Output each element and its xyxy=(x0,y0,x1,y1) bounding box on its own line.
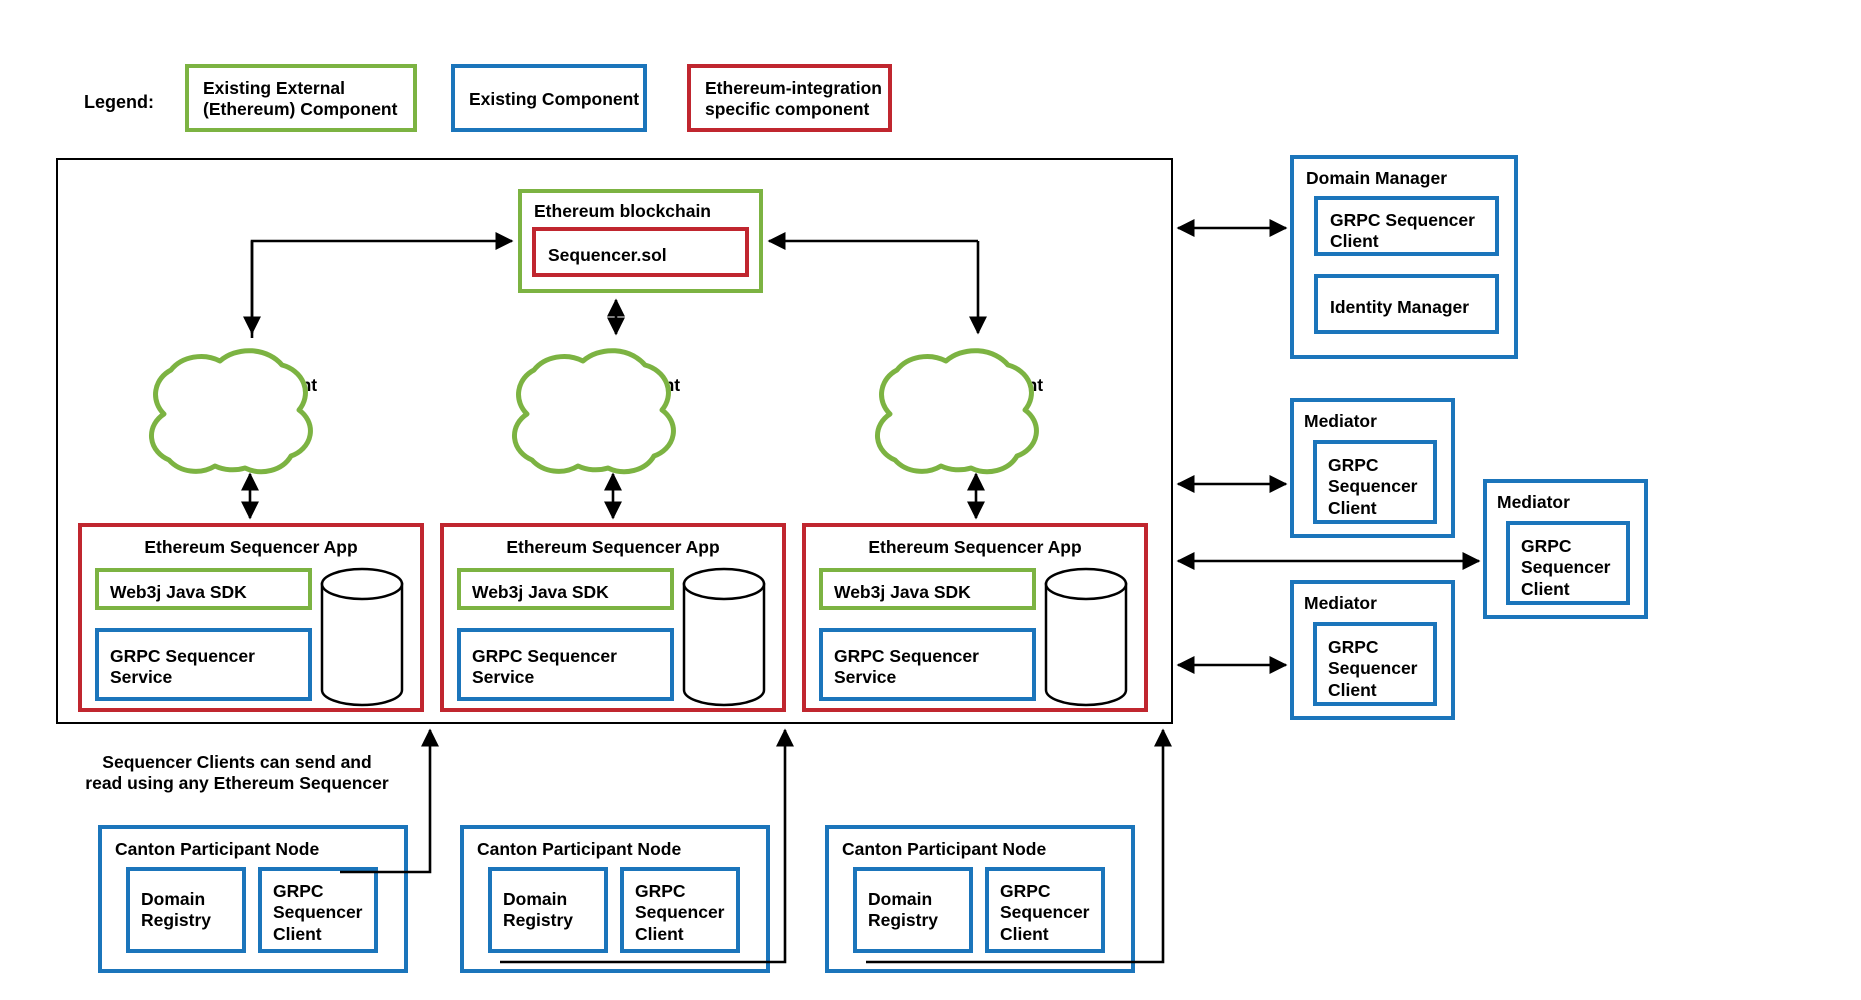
client-node-label-2: Ethereum Client Node xyxy=(545,375,681,417)
legend-swatch-external: Existing External (Ethereum) Component xyxy=(185,64,417,132)
canton-participant-node-2: Canton Participant Node Domain Registry … xyxy=(460,825,770,973)
domain-registry-box-2: Domain Registry xyxy=(488,867,608,953)
sequencer-sol-box: Sequencer.sol xyxy=(532,227,749,277)
grpc-sequencer-service-label-2: GRPC Sequencer Service xyxy=(472,646,617,688)
canton-grpc-client-box-3: GRPC Sequencer Client xyxy=(985,867,1105,953)
sequencer-app-title-3: Ethereum Sequencer App xyxy=(868,537,1082,557)
domain-registry-box-3: Domain Registry xyxy=(853,867,973,953)
domain-manager-box: Domain Manager GRPC Sequencer Client Ide… xyxy=(1290,155,1518,359)
mediator-box-1: Mediator GRPC Sequencer Client xyxy=(1290,398,1455,538)
client-node-label-1: Ethereum Client Node xyxy=(182,375,318,417)
grpc-sequencer-service-box-2: GRPC Sequencer Service xyxy=(457,628,674,701)
mediator-title-2: Mediator xyxy=(1497,492,1570,512)
domain-registry-box-1: Domain Registry xyxy=(126,867,246,953)
domain-registry-label-1: Domain Registry xyxy=(141,889,212,931)
grpc-sequencer-service-box-1: GRPC Sequencer Service xyxy=(95,628,312,701)
mediator-grpc-client-box-1: GRPC Sequencer Client xyxy=(1313,440,1437,524)
web3j-sdk-box-2: Web3j Java SDK xyxy=(457,568,674,610)
canton-participant-node-3: Canton Participant Node Domain Registry … xyxy=(825,825,1135,973)
grpc-sequencer-service-box-3: GRPC Sequencer Service xyxy=(819,628,1036,701)
sequencer-app-title-1: Ethereum Sequencer App xyxy=(144,537,358,557)
ethereum-sequencer-app-2: Ethereum Sequencer App Web3j Java SDK GR… xyxy=(440,523,786,712)
domain-registry-label-3: Domain Registry xyxy=(868,889,939,931)
canton-node-title-1: Canton Participant Node xyxy=(115,839,320,859)
ethereum-blockchain-box: Ethereum blockchain Sequencer.sol xyxy=(518,189,763,293)
mediator-grpc-client-box-2: GRPC Sequencer Client xyxy=(1506,521,1630,605)
web3j-sdk-label-3: Web3j Java SDK xyxy=(834,582,971,602)
legend-swatch-existing: Existing Component xyxy=(451,64,647,132)
sequencer-sol-label: Sequencer.sol xyxy=(548,245,667,265)
sequencer-app-title-2: Ethereum Sequencer App xyxy=(506,537,720,557)
mediator-grpc-client-label-1: GRPC Sequencer Client xyxy=(1328,455,1418,518)
mediator-title-1: Mediator xyxy=(1304,411,1377,431)
grpc-sequencer-service-label-3: GRPC Sequencer Service xyxy=(834,646,979,688)
canton-grpc-client-box-1: GRPC Sequencer Client xyxy=(258,867,378,953)
identity-manager-box: Identity Manager xyxy=(1314,274,1499,334)
legend-label-existing: Existing Component xyxy=(469,89,640,109)
canton-grpc-client-label-3: GRPC Sequencer Client xyxy=(1000,881,1090,944)
web3j-sdk-box-1: Web3j Java SDK xyxy=(95,568,312,610)
ethereum-blockchain-title: Ethereum blockchain xyxy=(534,201,711,221)
mediator-box-3: Mediator GRPC Sequencer Client xyxy=(1290,580,1455,720)
legend-swatch-integration: Ethereum-integration specific component xyxy=(687,64,892,132)
canton-node-title-2: Canton Participant Node xyxy=(477,839,682,859)
canton-node-title-3: Canton Participant Node xyxy=(842,839,1047,859)
ethereum-sequencer-app-3: Ethereum Sequencer App Web3j Java SDK GR… xyxy=(802,523,1148,712)
canton-grpc-client-box-2: GRPC Sequencer Client xyxy=(620,867,740,953)
identity-manager-label: Identity Manager xyxy=(1330,297,1470,317)
grpc-sequencer-service-label-1: GRPC Sequencer Service xyxy=(110,646,255,688)
mediator-grpc-client-box-3: GRPC Sequencer Client xyxy=(1313,622,1437,706)
domain-manager-title: Domain Manager xyxy=(1306,168,1447,188)
web3j-sdk-label-2: Web3j Java SDK xyxy=(472,582,609,602)
canton-grpc-client-label-1: GRPC Sequencer Client xyxy=(273,881,363,944)
web3j-sdk-box-3: Web3j Java SDK xyxy=(819,568,1036,610)
legend-label-integration: Ethereum-integration specific component xyxy=(705,78,882,120)
domain-manager-grpc-client-label: GRPC Sequencer Client xyxy=(1330,210,1475,252)
legend-label-external: Existing External (Ethereum) Component xyxy=(203,78,398,120)
canton-participant-node-1: Canton Participant Node Domain Registry … xyxy=(98,825,408,973)
mediator-title-3: Mediator xyxy=(1304,593,1377,613)
mediator-grpc-client-label-2: GRPC Sequencer Client xyxy=(1521,536,1611,599)
client-node-label-3: Ethereum Client Node xyxy=(908,375,1044,417)
web3j-sdk-label-1: Web3j Java SDK xyxy=(110,582,247,602)
domain-manager-grpc-client-box: GRPC Sequencer Client xyxy=(1314,196,1499,256)
mediator-grpc-client-label-3: GRPC Sequencer Client xyxy=(1328,637,1418,700)
mediator-box-2: Mediator GRPC Sequencer Client xyxy=(1483,479,1648,619)
sequencer-clients-annotation: Sequencer Clients can send and read usin… xyxy=(85,752,389,794)
canton-grpc-client-label-2: GRPC Sequencer Client xyxy=(635,881,725,944)
domain-registry-label-2: Domain Registry xyxy=(503,889,574,931)
legend-title: Legend: xyxy=(84,92,154,112)
ethereum-sequencer-app-1: Ethereum Sequencer App Web3j Java SDK GR… xyxy=(78,523,424,712)
